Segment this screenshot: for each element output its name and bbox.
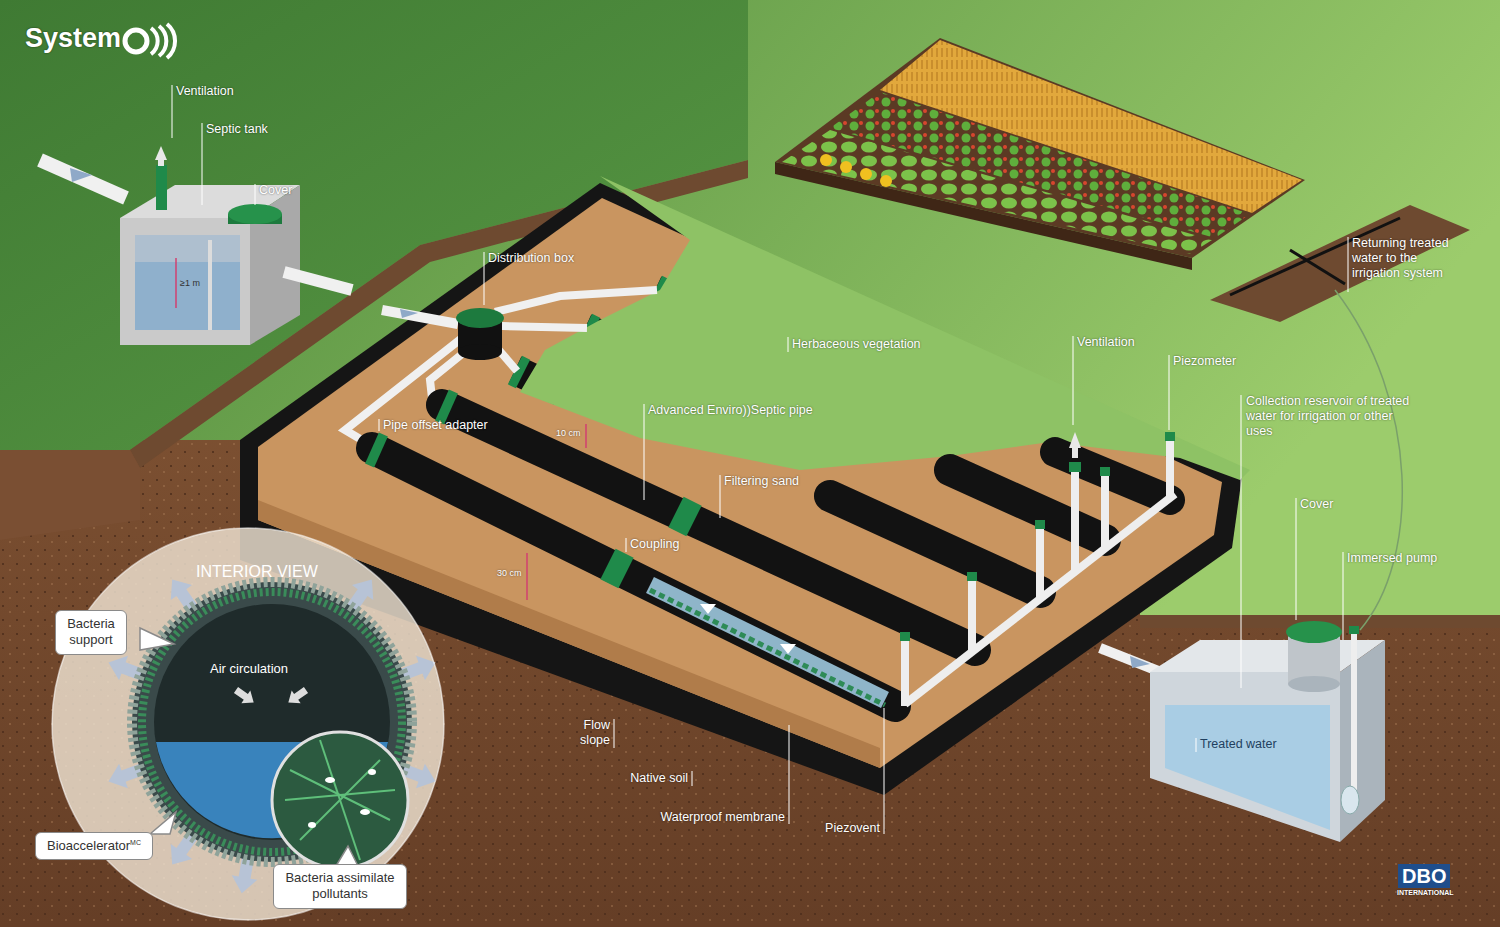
part-label: Ventilation [1077,335,1135,350]
brand-logo: INTERNATIONAL [1397,889,1454,897]
part-label: Native soil [630,771,688,786]
piezovent-pipes [900,432,1175,706]
part-label: Piezometer [1173,354,1236,369]
reservoir [1100,621,1385,842]
note-label: Collection reservoir of treated water fo… [1246,394,1411,439]
interior-view [52,528,444,920]
interior-view-circle: INTERIOR VIEW Air circulation [50,526,446,922]
part-label: Advanced Enviro))Septic pipe [648,403,813,418]
enviro-septic-pipes [372,405,1170,706]
flow-label: Air circulation [210,661,288,676]
part-label: Filtering sand [724,474,799,489]
trademark-mark: MC [130,839,141,846]
irrigation-return [1210,205,1470,630]
dimension-label: 10 cm [556,428,581,439]
circle-outline [50,526,446,922]
part-label: Cover [259,183,292,198]
part-label: Piezovent [825,821,880,836]
part-label: Coupling [630,537,679,552]
callout-text: Bacteria assimilate pollutants [284,870,396,903]
brand-mark [125,24,175,58]
dimension-label: ≥1 m [180,278,200,289]
view-heading: INTERIOR VIEW [196,563,318,581]
brand-logo: System [25,22,121,54]
part-label: Pipe offset adapter [383,418,488,433]
dimension-lines [527,424,586,600]
herbaceous-cover [520,176,1250,480]
septic-tank [40,146,352,345]
brand-logo: DBO [1398,864,1450,888]
note-label: Returning treated water to the irrigatio… [1352,236,1464,281]
part-label: Cover [1300,497,1333,512]
callout-text: Bacteria support [66,616,116,649]
part-label: Immersed pump [1347,551,1437,566]
callout-box: Bacteria assimilate pollutants [273,864,407,909]
part-label: Ventilation [176,84,234,99]
part-label: Distribution box [488,251,574,266]
garden [775,38,1305,270]
part-label: Septic tank [206,122,268,137]
part-label: Treated water [1200,737,1277,752]
part-label: Herbaceous vegetation [792,337,921,352]
dimension-label: 30 cm [497,568,522,579]
part-label: Waterproof membrane [660,810,785,825]
part-label: Flow slope [570,718,610,748]
callout-box: BioacceleratorMC [35,832,153,860]
callout-text: Bioaccelerator [47,838,130,853]
callout-box: Bacteria support [55,610,127,655]
